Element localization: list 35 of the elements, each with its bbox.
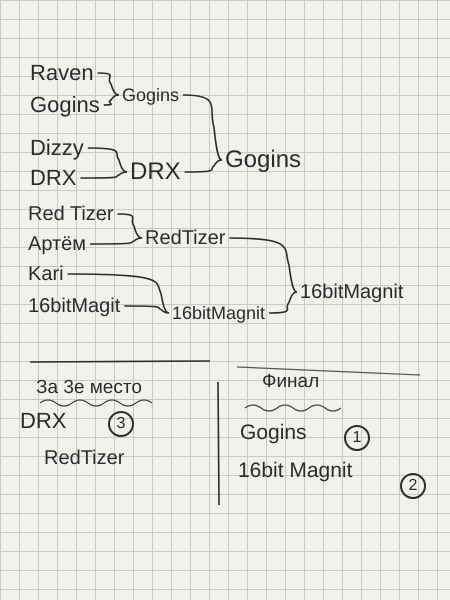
bracket-line xyxy=(90,237,142,245)
player-name: 16bit Magnit xyxy=(238,460,352,481)
place-number: 2 xyxy=(400,473,426,499)
section-heading: Финал xyxy=(262,372,320,391)
bracket-line xyxy=(124,305,170,314)
player-name: Gogins xyxy=(30,94,100,116)
bracket-line xyxy=(68,273,170,314)
bracket-line xyxy=(98,72,120,96)
bracket-line xyxy=(118,213,142,239)
player-name: Kari xyxy=(28,264,64,284)
player-name: Red Tizer xyxy=(28,204,114,224)
player-name: DRX xyxy=(130,160,181,184)
bracket-line xyxy=(80,171,128,179)
player-name: Dizzy xyxy=(30,137,84,159)
player-name: Gogins xyxy=(240,422,307,443)
bracket-line xyxy=(184,159,222,173)
player-name: RedTizer xyxy=(145,228,226,248)
place-number: 3 xyxy=(108,411,134,437)
bracket-line xyxy=(183,94,222,161)
section-heading: За 3е место xyxy=(36,378,142,397)
player-name: Raven xyxy=(30,62,94,84)
player-name: 16bitMagit xyxy=(28,296,120,316)
bracket-line xyxy=(269,291,298,314)
player-name: 16bitMagnit xyxy=(172,304,266,322)
bracket-line xyxy=(229,237,298,293)
player-name: Gogins xyxy=(225,148,302,172)
player-name: DRX xyxy=(20,410,66,432)
bracket-line xyxy=(88,147,128,173)
bracket-line xyxy=(104,94,120,106)
player-name: Gogins xyxy=(122,86,180,104)
place-number: 1 xyxy=(344,425,370,451)
player-name: 16bitMagnit xyxy=(300,282,404,302)
player-name: RedTizer xyxy=(44,448,124,468)
player-name: DRX xyxy=(30,167,76,189)
player-name: Артём xyxy=(28,234,86,254)
